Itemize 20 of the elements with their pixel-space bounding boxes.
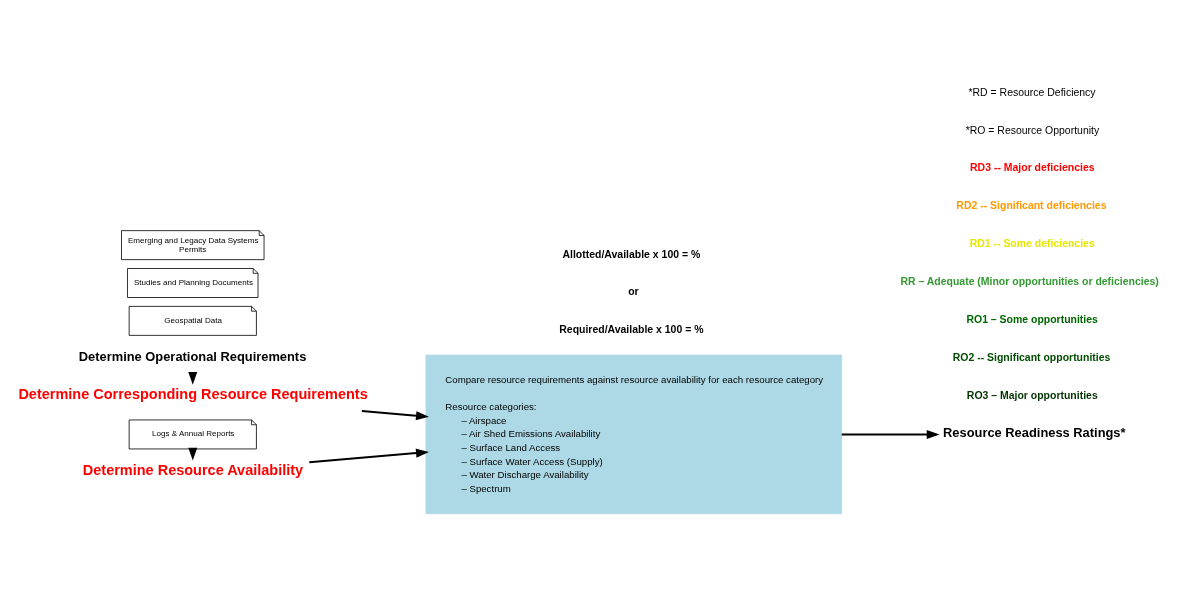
label: RO1 – Some opportunities xyxy=(966,313,1098,325)
label: RD1 -- Some deficiencies xyxy=(969,237,1095,249)
arrow xyxy=(309,448,429,463)
label: RR – Adequate (Minor opportunities or deficiencies) xyxy=(900,275,1159,287)
node-text: Resource Readiness Ratings* xyxy=(943,424,1126,440)
node-text: Determine Operational Requirements xyxy=(78,348,307,364)
label: Allotted/Available x 100 = % xyxy=(562,248,701,260)
label: RO2 -- Significant opportunities xyxy=(952,351,1111,363)
label: *RO = Resource Opportunity xyxy=(965,124,1100,136)
label: *RD = Resource Deficiency xyxy=(968,86,1096,98)
label: RD2 -- Significant deficiencies xyxy=(956,199,1107,211)
label: RD3 -- Major deficiencies xyxy=(970,161,1095,173)
label: RO3 – Major opportunities xyxy=(966,389,1098,401)
node-text: Determine Resource Availability xyxy=(82,461,304,478)
node-text: Determine Corresponding Resource Requirements xyxy=(18,385,368,402)
label: Required/Available x 100 = % xyxy=(559,323,704,335)
arrow xyxy=(841,429,940,439)
arrow xyxy=(361,409,429,420)
label: or xyxy=(628,285,639,297)
node-box: Compare resource requirements against resource availability for each resource category Resource categories: – Airspace – Air Shed Emissions Availability – Surface Land Access – Surface Water Access (Supply) – Water Discharge Availability – Spectrum xyxy=(425,354,842,514)
